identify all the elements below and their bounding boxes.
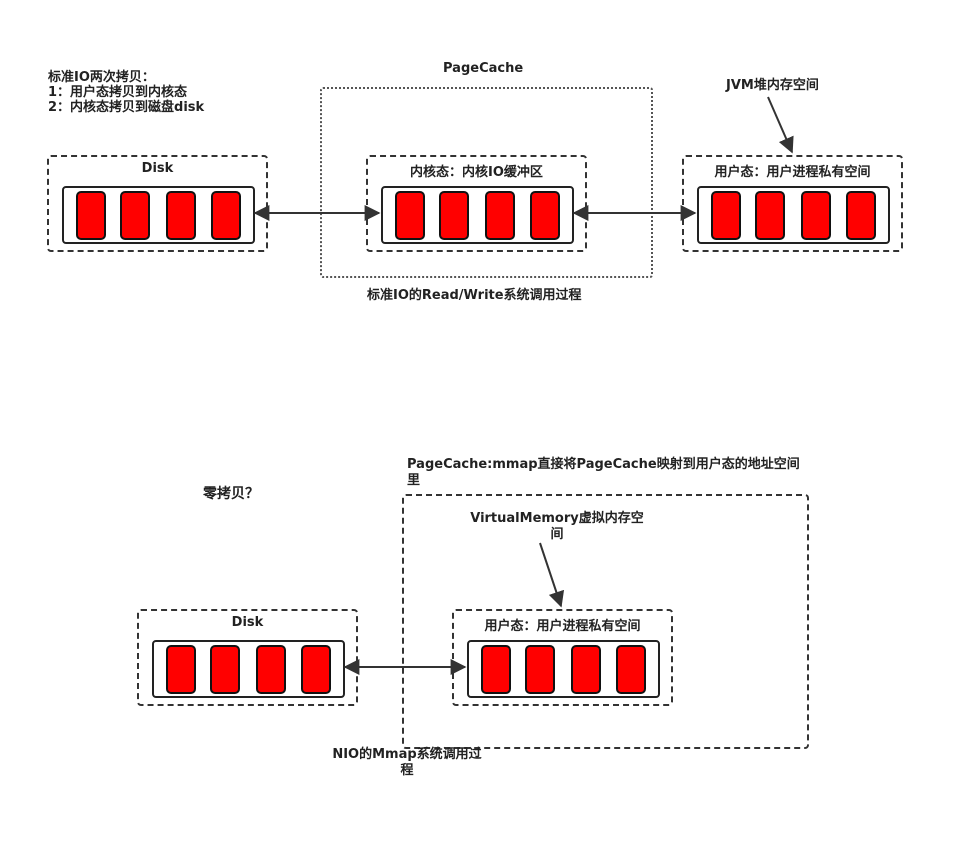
data-block: [256, 645, 286, 694]
kernel-box: 内核态：内核IO缓冲区: [366, 155, 587, 252]
kernel-buffer: [381, 186, 574, 244]
kernel-title: 内核态：内核IO缓冲区: [410, 165, 543, 180]
data-block: [395, 191, 425, 240]
disk-box-bottom: Disk: [137, 609, 358, 706]
data-block: [481, 645, 511, 694]
user-box-bottom: 用户态：用户进程私有空间: [452, 609, 673, 706]
data-block: [301, 645, 331, 694]
data-block: [711, 191, 741, 240]
jvm-heap-label: JVM堆内存空间: [726, 78, 819, 93]
jvm-pointer-arrow: [767, 96, 794, 154]
user-box-top: 用户态：用户进程私有空间: [682, 155, 903, 252]
data-block: [846, 191, 876, 240]
disk-buffer-bottom: [152, 640, 345, 698]
user-title-bottom: 用户态：用户进程私有空间: [484, 619, 641, 634]
pagecache-label: PageCache: [443, 61, 524, 76]
virtual-memory-pointer-arrow: [539, 542, 565, 608]
data-block: [571, 645, 601, 694]
user-buffer-bottom: [467, 640, 660, 698]
user-title-top: 用户态：用户进程私有空间: [714, 165, 871, 180]
data-block: [801, 191, 831, 240]
data-block: [525, 645, 555, 694]
pagecache-region: [320, 87, 653, 278]
data-block: [166, 645, 196, 694]
mmap-region: [402, 494, 809, 749]
disk-box-top: Disk: [47, 155, 268, 252]
mmap-pagecache-label: PageCache:mmap直接将PageCache映射到用户态的地址空间里: [407, 457, 800, 488]
data-block: [120, 191, 150, 240]
caption-top: 标准IO的Read/Write系统调用过程: [367, 288, 582, 303]
note-line-2: 1：用户态拷贝到内核态: [48, 85, 188, 100]
data-block: [439, 191, 469, 240]
data-block: [210, 645, 240, 694]
disk-title: Disk: [141, 161, 174, 176]
note-line-1: 标准IO两次拷贝：: [48, 70, 155, 85]
disk-title-bottom: Disk: [231, 615, 264, 630]
data-block: [530, 191, 560, 240]
virtual-memory-label: VirtualMemory虚拟内存空间: [470, 511, 644, 542]
note-line-3: 2：内核态拷贝到磁盘disk: [48, 100, 205, 115]
data-block: [616, 645, 646, 694]
disk-buffer: [62, 186, 255, 244]
data-block: [76, 191, 106, 240]
caption-bottom: NIO的Mmap系统调用过程: [332, 747, 482, 778]
zero-copy-label: 零拷贝？: [203, 486, 259, 502]
data-block: [755, 191, 785, 240]
user-buffer-top: [697, 186, 890, 244]
data-block: [166, 191, 196, 240]
data-block: [485, 191, 515, 240]
data-block: [211, 191, 241, 240]
